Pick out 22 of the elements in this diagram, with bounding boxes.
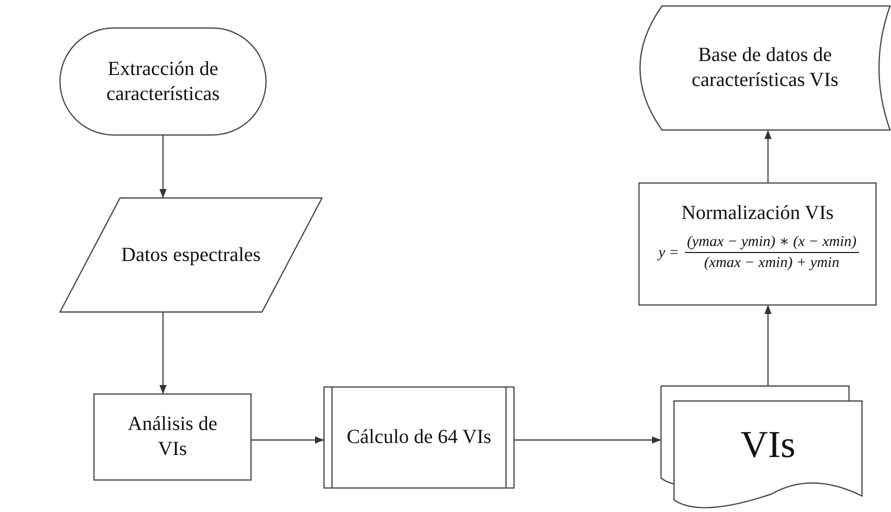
node-label: Base de datos de características VIs: [690, 43, 840, 93]
node-label: VIs: [740, 422, 796, 468]
predefined-process-box: [324, 387, 514, 488]
stored-data-shape: [640, 6, 890, 130]
arrow: [764, 130, 772, 183]
arrow: [764, 305, 772, 386]
box-heading: Normalización VIs: [681, 200, 834, 226]
arrow: [159, 135, 167, 198]
multi-document-shape: [661, 386, 862, 506]
arrow: [514, 436, 661, 444]
node-label: Cálculo de 64 VIs: [346, 425, 492, 450]
formula-text: y =: [656, 244, 680, 262]
process-box: [639, 183, 876, 305]
process-box: [94, 394, 251, 480]
formula-denominator: (xmax − xmin) + ymin: [703, 254, 840, 274]
formula-numerator: (ymax − ymin) ∗ (x − xmin): [686, 232, 858, 252]
node-label: Extracción de características: [105, 56, 221, 106]
node-label: Datos espectrales: [121, 242, 261, 268]
arrow: [159, 312, 167, 394]
data-parallelogram: [60, 198, 322, 312]
node-label: Análisis de VIs: [126, 412, 218, 462]
arrow: [251, 436, 324, 444]
